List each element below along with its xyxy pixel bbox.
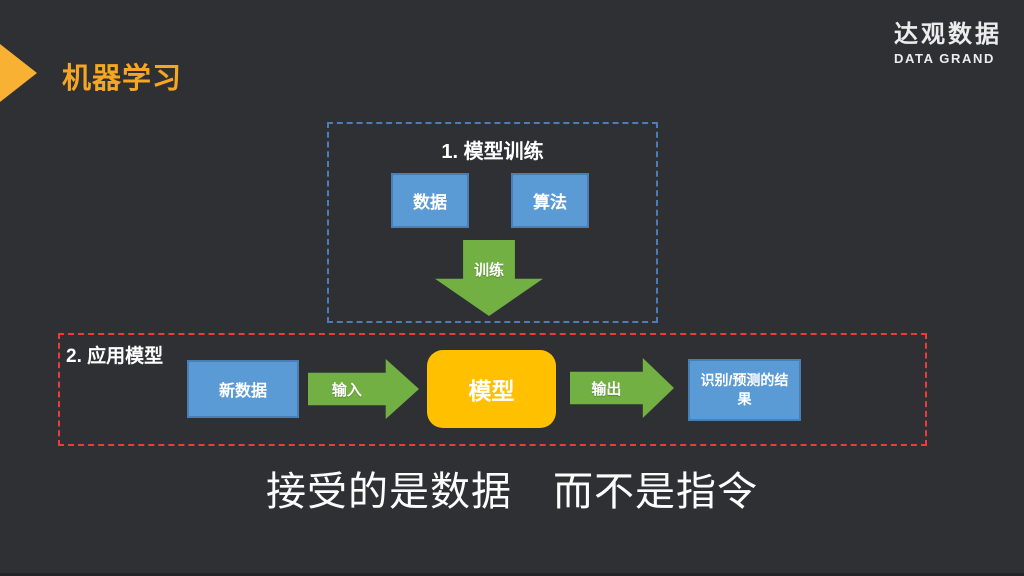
slide-bottom-edge <box>0 573 1024 576</box>
title-chevron-icon <box>0 44 37 102</box>
data-box: 数据 <box>391 173 469 228</box>
input-arrow-label: 输入 <box>331 381 362 399</box>
output-arrow-right-icon: 输出 <box>570 358 674 418</box>
algorithm-box: 算法 <box>511 173 589 228</box>
brand-logo-chinese: 达观数据 <box>894 21 1002 48</box>
brand-logo-english: DATA GRAND <box>894 51 995 66</box>
train-arrow-label: 训练 <box>473 262 504 279</box>
result-box: 识别/预测的结果 <box>688 359 801 421</box>
training-section-label: 1. 模型训练 <box>441 141 544 163</box>
brand-logo: 达观数据 DATA GRAND <box>894 21 1002 66</box>
apply-section: 2. 应用模型 新数据 输入 模型 输出 识别/预测的结果 <box>58 333 927 446</box>
input-arrow-right-icon: 输入 <box>308 359 419 419</box>
train-arrow-down-icon: 训练 <box>435 240 543 316</box>
new-data-box: 新数据 <box>187 360 299 418</box>
output-arrow-label: 输出 <box>591 380 622 398</box>
slide-title: 机器学习 <box>62 63 183 95</box>
apply-section-label: 2. 应用模型 <box>66 346 164 367</box>
caption: 接受的是数据 而不是指令 <box>266 470 758 514</box>
training-section: 1. 模型训练 数据 算法 训练 <box>327 122 658 323</box>
model-box: 模型 <box>427 350 556 428</box>
